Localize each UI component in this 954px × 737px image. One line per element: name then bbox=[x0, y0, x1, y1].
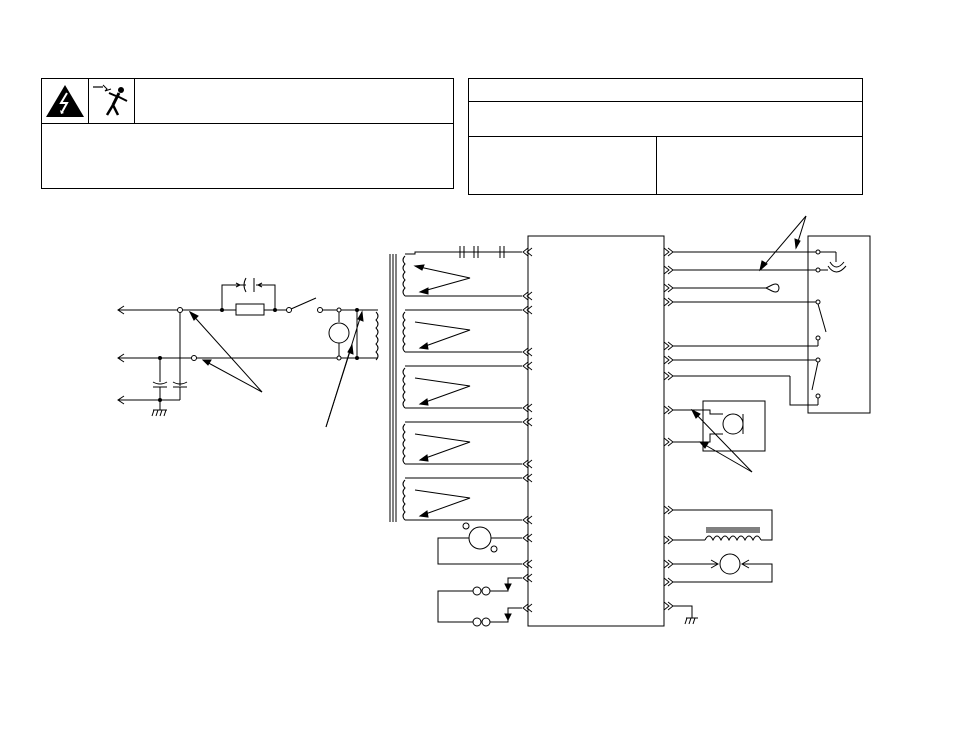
secondary-windings bbox=[402, 246, 522, 521]
spec-table-divider-2 bbox=[469, 136, 862, 137]
warning-icon-cell bbox=[42, 79, 89, 123]
warning-box bbox=[41, 78, 454, 189]
switch-enclosure bbox=[807, 235, 871, 414]
ground-icon bbox=[151, 400, 167, 417]
relay-coil-icon bbox=[472, 586, 482, 596]
spec-table bbox=[468, 78, 863, 195]
right-side-devices bbox=[673, 215, 871, 625]
connector-icon bbox=[522, 247, 533, 613]
spec-table-divider-1 bbox=[469, 101, 862, 102]
connector-icon-right bbox=[663, 247, 674, 611]
input-circuit bbox=[117, 277, 379, 428]
motor-icon bbox=[468, 526, 492, 550]
fan-box bbox=[702, 400, 766, 452]
warning-triangle-icon bbox=[46, 85, 84, 117]
shock-icon-cell bbox=[89, 79, 135, 123]
motor-icon bbox=[719, 553, 741, 575]
motor-icon bbox=[722, 413, 744, 435]
switch-icon bbox=[811, 361, 819, 391]
electric-shock-icon bbox=[93, 84, 128, 116]
transformer-core bbox=[389, 254, 397, 522]
control-board bbox=[527, 235, 665, 627]
lower-left-devices bbox=[437, 522, 522, 627]
spec-table-column-divider bbox=[656, 136, 657, 195]
motor-icon bbox=[328, 322, 350, 344]
warning-divider bbox=[42, 123, 453, 124]
